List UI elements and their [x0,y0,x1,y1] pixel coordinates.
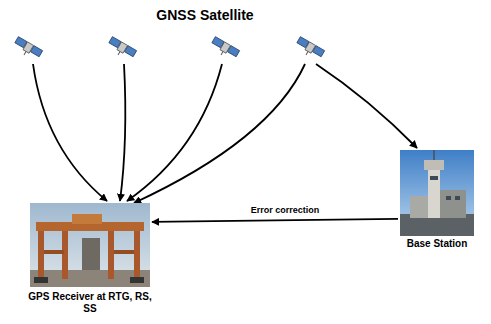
satellite-icon [209,37,240,62]
satellite-icon [106,37,137,62]
satellite-icon [294,37,325,62]
correction-arrow [152,219,398,222]
satellite-icon [12,37,43,62]
crane-photo [30,203,150,287]
diagram-title: GNSS Satellite [0,7,410,23]
station-node: Base Station [398,150,476,250]
signal-arrows [33,64,417,203]
node-caption: GPS Receiver at RTG, RS, SS [28,291,152,315]
node-caption: Base Station [398,238,476,250]
edge-label: Error correction [249,205,322,216]
base-station-photo [400,150,474,236]
receiver-node: GPS Receiver at RTG, RS, SS [28,203,152,315]
